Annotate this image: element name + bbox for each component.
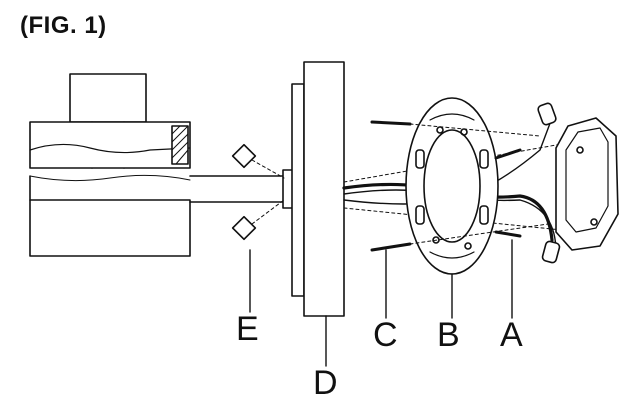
callout-a: A: [500, 316, 523, 354]
part-b-mounting-plate: [405, 97, 499, 319]
callout-d: D: [313, 364, 338, 402]
part-e-nuts: [231, 143, 285, 313]
junction-box: [555, 117, 619, 251]
figure-title: (FIG. 1): [20, 12, 107, 39]
ceiling-joist: [29, 73, 191, 257]
mounting-rod: [189, 169, 294, 209]
part-a-screws: [494, 148, 522, 319]
part-d-canopy: [291, 61, 345, 367]
callout-c: C: [373, 316, 398, 354]
callout-e: E: [236, 310, 259, 348]
part-c-screws: [370, 120, 549, 319]
callout-b: B: [437, 316, 460, 354]
wire-nuts: [537, 102, 561, 264]
